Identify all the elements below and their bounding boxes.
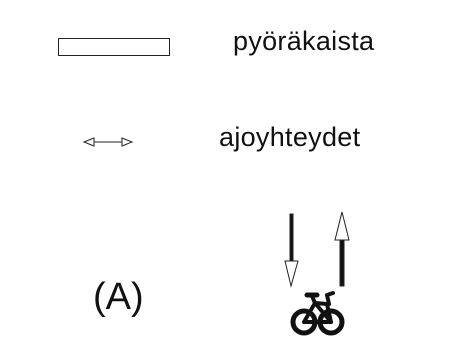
up-arrow-icon [334, 211, 350, 287]
diagram-label: (A) [93, 276, 144, 318]
double-arrow-icon [82, 137, 134, 147]
bike-lane-swatch [58, 38, 170, 56]
down-arrow-icon [284, 213, 299, 288]
legend-label-bike-lane: pyöräkaista [233, 26, 375, 56]
bicycle-icon [290, 291, 345, 336]
legend-label-connections: ajoyhteydet [219, 122, 361, 152]
